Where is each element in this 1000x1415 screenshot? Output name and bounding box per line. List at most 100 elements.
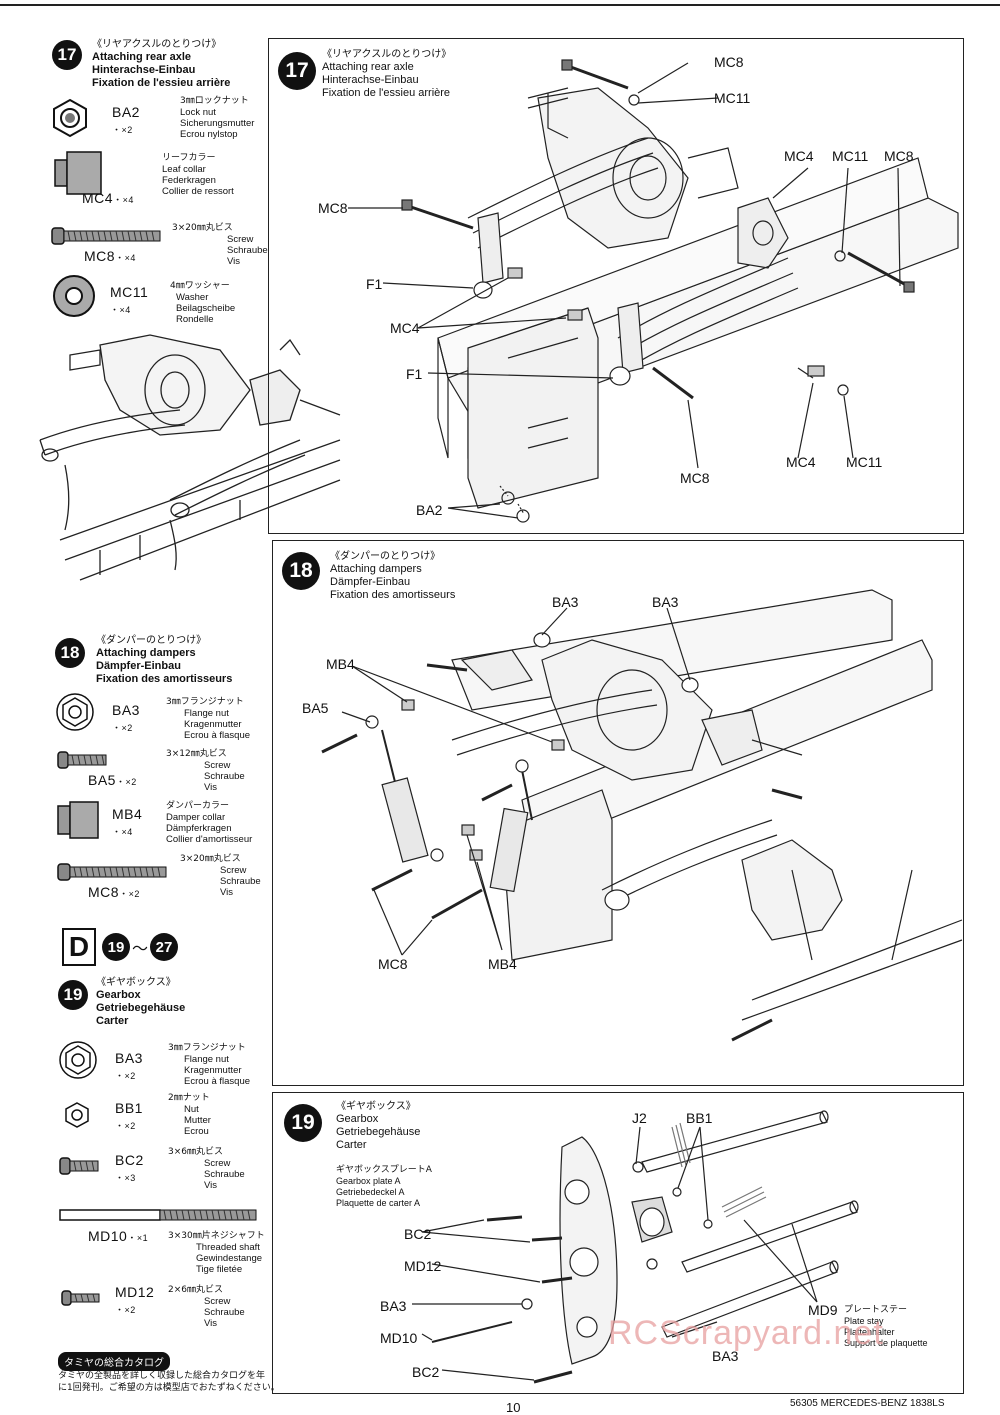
section-to: 27 <box>150 933 179 961</box>
callout-label: MC4 <box>390 320 420 336</box>
section-d-marker: D 19 ～ 27 <box>62 928 179 966</box>
section-sep: ～ <box>132 941 149 958</box>
section-letter: D <box>62 928 96 966</box>
leaf-collar-icon <box>54 151 102 195</box>
model-footer: 56305 MERCEDES-BENZ 1838LS <box>790 1398 945 1409</box>
section-from: 19 <box>102 933 130 961</box>
step-18-panel <box>272 540 964 1086</box>
step-17-title: 《リヤアクスルのとりつけ》 Attaching rear axle Hinter… <box>92 38 230 90</box>
step-18-title-de: Dämpfer-Einbau <box>96 660 181 672</box>
part-code: BA2・×2 <box>112 104 140 135</box>
callout-label: MD9 <box>808 1302 838 1318</box>
part-code: MC11・×4 <box>110 284 149 315</box>
step-19-panel <box>272 1092 964 1394</box>
part-code: MC8・×2 <box>88 884 140 900</box>
callout-label: BA2 <box>416 502 443 518</box>
callout-label: BA3 <box>712 1348 739 1364</box>
step-17-title-de: Hinterachse-Einbau <box>92 64 196 76</box>
callout-label: BB1 <box>686 1110 713 1126</box>
callout-label: BC2 <box>404 1226 432 1242</box>
part-code: MC8・×4 <box>84 248 136 264</box>
screw-icon <box>57 863 167 881</box>
step-17-title-fr: Fixation de l'essieu arrière <box>92 77 231 89</box>
rear-axle-diagram <box>348 59 959 523</box>
callout-label: BA3 <box>652 594 679 610</box>
step-17-panel-badge: 17 <box>278 52 316 90</box>
threaded-shaft-icon <box>59 1209 257 1221</box>
step-19-title-en: Gearbox <box>96 989 141 1001</box>
damper-collar-icon <box>57 801 99 839</box>
flange-nut-icon <box>56 693 94 731</box>
step-19-panel-badge: 19 <box>284 1104 322 1142</box>
step-19-panel-title: 《ギヤボックス》 Gearbox Getriebegehäuse Carter <box>336 1101 421 1151</box>
step-18-badge: 18 <box>55 638 85 668</box>
step-18-title-fr: Fixation des amortisseurs <box>96 673 233 685</box>
callout-label: MD10 <box>380 1330 418 1346</box>
callout-label: BA5 <box>302 700 329 716</box>
step-17-title-en: Attaching rear axle <box>92 51 192 63</box>
callout-label: J2 <box>632 1110 647 1126</box>
step-17-title-jp: 《リヤアクスルのとりつけ》 <box>92 39 222 50</box>
step-17-panel <box>268 38 964 534</box>
callout-label: BA3 <box>552 594 579 610</box>
screw-icon <box>59 1157 99 1175</box>
callout-label: MD12 <box>404 1258 442 1274</box>
callout-label: MB4 <box>488 956 517 972</box>
part-code: BA3・×2 <box>112 702 140 733</box>
part-code: BA3・×2 <box>115 1050 143 1081</box>
part-code: BB1・×2 <box>115 1100 143 1131</box>
part-code: BA5・×2 <box>88 772 137 788</box>
part-code: MD10・×1 <box>88 1228 149 1244</box>
callout-label: MB4 <box>326 656 355 672</box>
step-18-panel-title: 《ダンパーのとりつけ》 Attaching dampers Dämpfer-Ei… <box>330 551 456 601</box>
callout-label: MC8 <box>884 148 914 164</box>
part-code: MC4・×4 <box>82 190 134 206</box>
callout-label: MC11 <box>846 454 883 470</box>
flange-nut-icon <box>59 1041 97 1079</box>
part-code: MB4・×4 <box>112 806 143 837</box>
step-18-title: 《ダンパーのとりつけ》 Attaching dampers Dämpfer-Ei… <box>96 634 232 686</box>
part-code: MD12・×2 <box>115 1284 155 1315</box>
callout-label: MC4 <box>786 454 816 470</box>
rear-axle-sketch <box>39 334 341 581</box>
step-18-title-en: Attaching dampers <box>96 647 196 659</box>
part-code: BC2・×3 <box>115 1152 144 1183</box>
callout-label: MC11 <box>832 148 869 164</box>
gearbox-diagram <box>412 1110 859 1384</box>
callout-label: MC8 <box>378 956 408 972</box>
step-19-title-de: Getriebegehäuse <box>96 1002 186 1014</box>
step-19-title-fr: Carter <box>96 1015 129 1027</box>
screw-icon <box>57 751 107 769</box>
nut-icon <box>65 1102 89 1128</box>
catalog-badge: タミヤの総合カタログ <box>58 1352 170 1371</box>
step-17-panel-title: 《リヤアクスルのとりつけ》 Attaching rear axle Hinter… <box>322 49 452 99</box>
callout-label: MC8 <box>680 470 710 486</box>
callout-label: BA3 <box>380 1298 407 1314</box>
screw-icon <box>51 227 161 245</box>
callout-label: MC8 <box>714 54 744 70</box>
callout-label: MC11 <box>714 90 751 106</box>
washer-icon <box>53 275 95 317</box>
callout-label: MC8 <box>318 200 348 216</box>
lock-nut-icon <box>53 98 87 138</box>
page-number: 10 <box>506 1400 521 1415</box>
step-19-title-jp: 《ギヤボックス》 <box>96 977 176 988</box>
step-18-title-jp: 《ダンパーのとりつけ》 <box>96 635 207 646</box>
callout-label: BC2 <box>412 1364 440 1380</box>
screw-icon <box>61 1290 100 1306</box>
step-18-panel-badge: 18 <box>282 552 320 590</box>
